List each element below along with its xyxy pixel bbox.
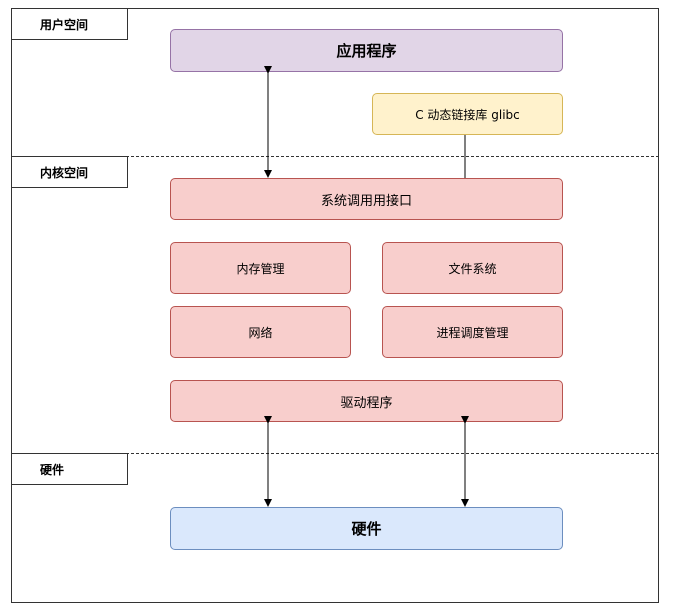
network-box: 网络 [170, 306, 351, 358]
kernel-space-label: 内核空间 [11, 156, 128, 188]
user-kernel-divider [11, 156, 659, 157]
hardware-section-label: 硬件 [11, 453, 128, 485]
process-scheduling-box: 进程调度管理 [382, 306, 563, 358]
application-box: 应用程序 [170, 29, 563, 72]
diagram-frame [11, 8, 659, 603]
c-library-box: C 动态链接库 glibc [372, 93, 563, 135]
file-system-box: 文件系统 [382, 242, 563, 294]
syscall-interface-box: 系统调用用接口 [170, 178, 563, 220]
memory-management-box: 内存管理 [170, 242, 351, 294]
drivers-box: 驱动程序 [170, 380, 563, 422]
user-space-label: 用户空间 [11, 8, 128, 40]
hardware-box: 硬件 [170, 507, 563, 550]
kernel-hardware-divider [11, 453, 659, 454]
